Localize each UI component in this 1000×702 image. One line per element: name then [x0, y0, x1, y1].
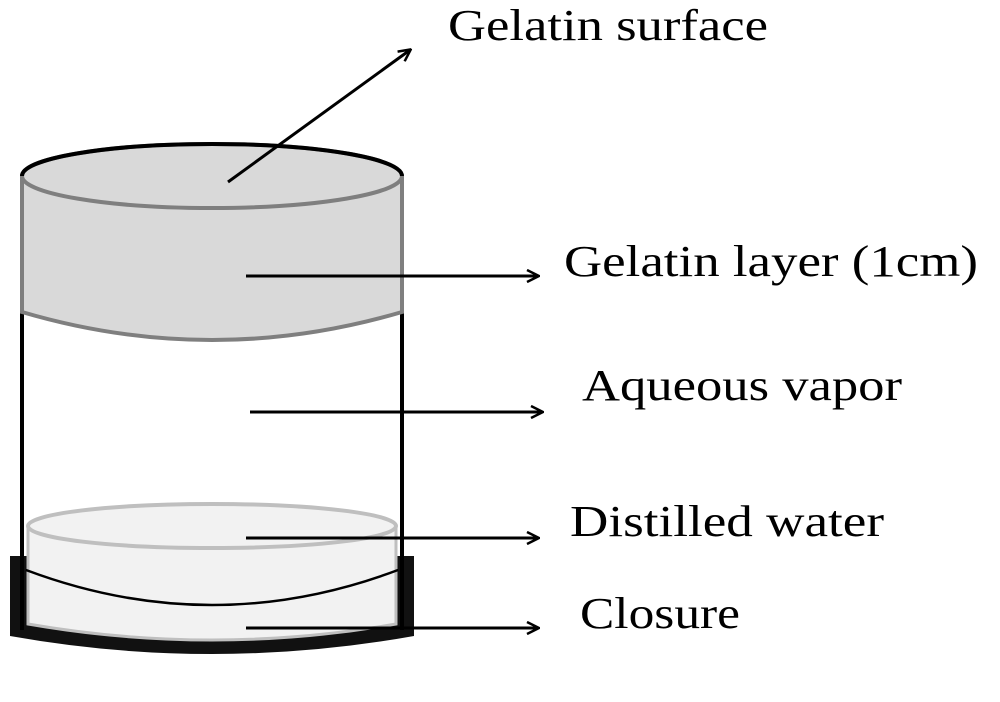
- gelatin-surface-label: Gelatin surface: [448, 1, 768, 50]
- distilled-water-body: [26, 502, 398, 642]
- distilled-water-label: Distilled water: [570, 497, 884, 546]
- closure-rim-curve: [25, 568, 399, 607]
- distilled-water-surface: [26, 502, 398, 550]
- aqueous-vapor-label: Aqueous vapor: [582, 361, 902, 410]
- gelatin-layer: [20, 142, 404, 342]
- container-top-rim: [20, 142, 404, 177]
- closure-label: Closure: [580, 589, 740, 638]
- gelatin-layer-label: Gelatin layer (1cm): [564, 237, 978, 286]
- gelatin-surface-arrow: [227, 50, 410, 184]
